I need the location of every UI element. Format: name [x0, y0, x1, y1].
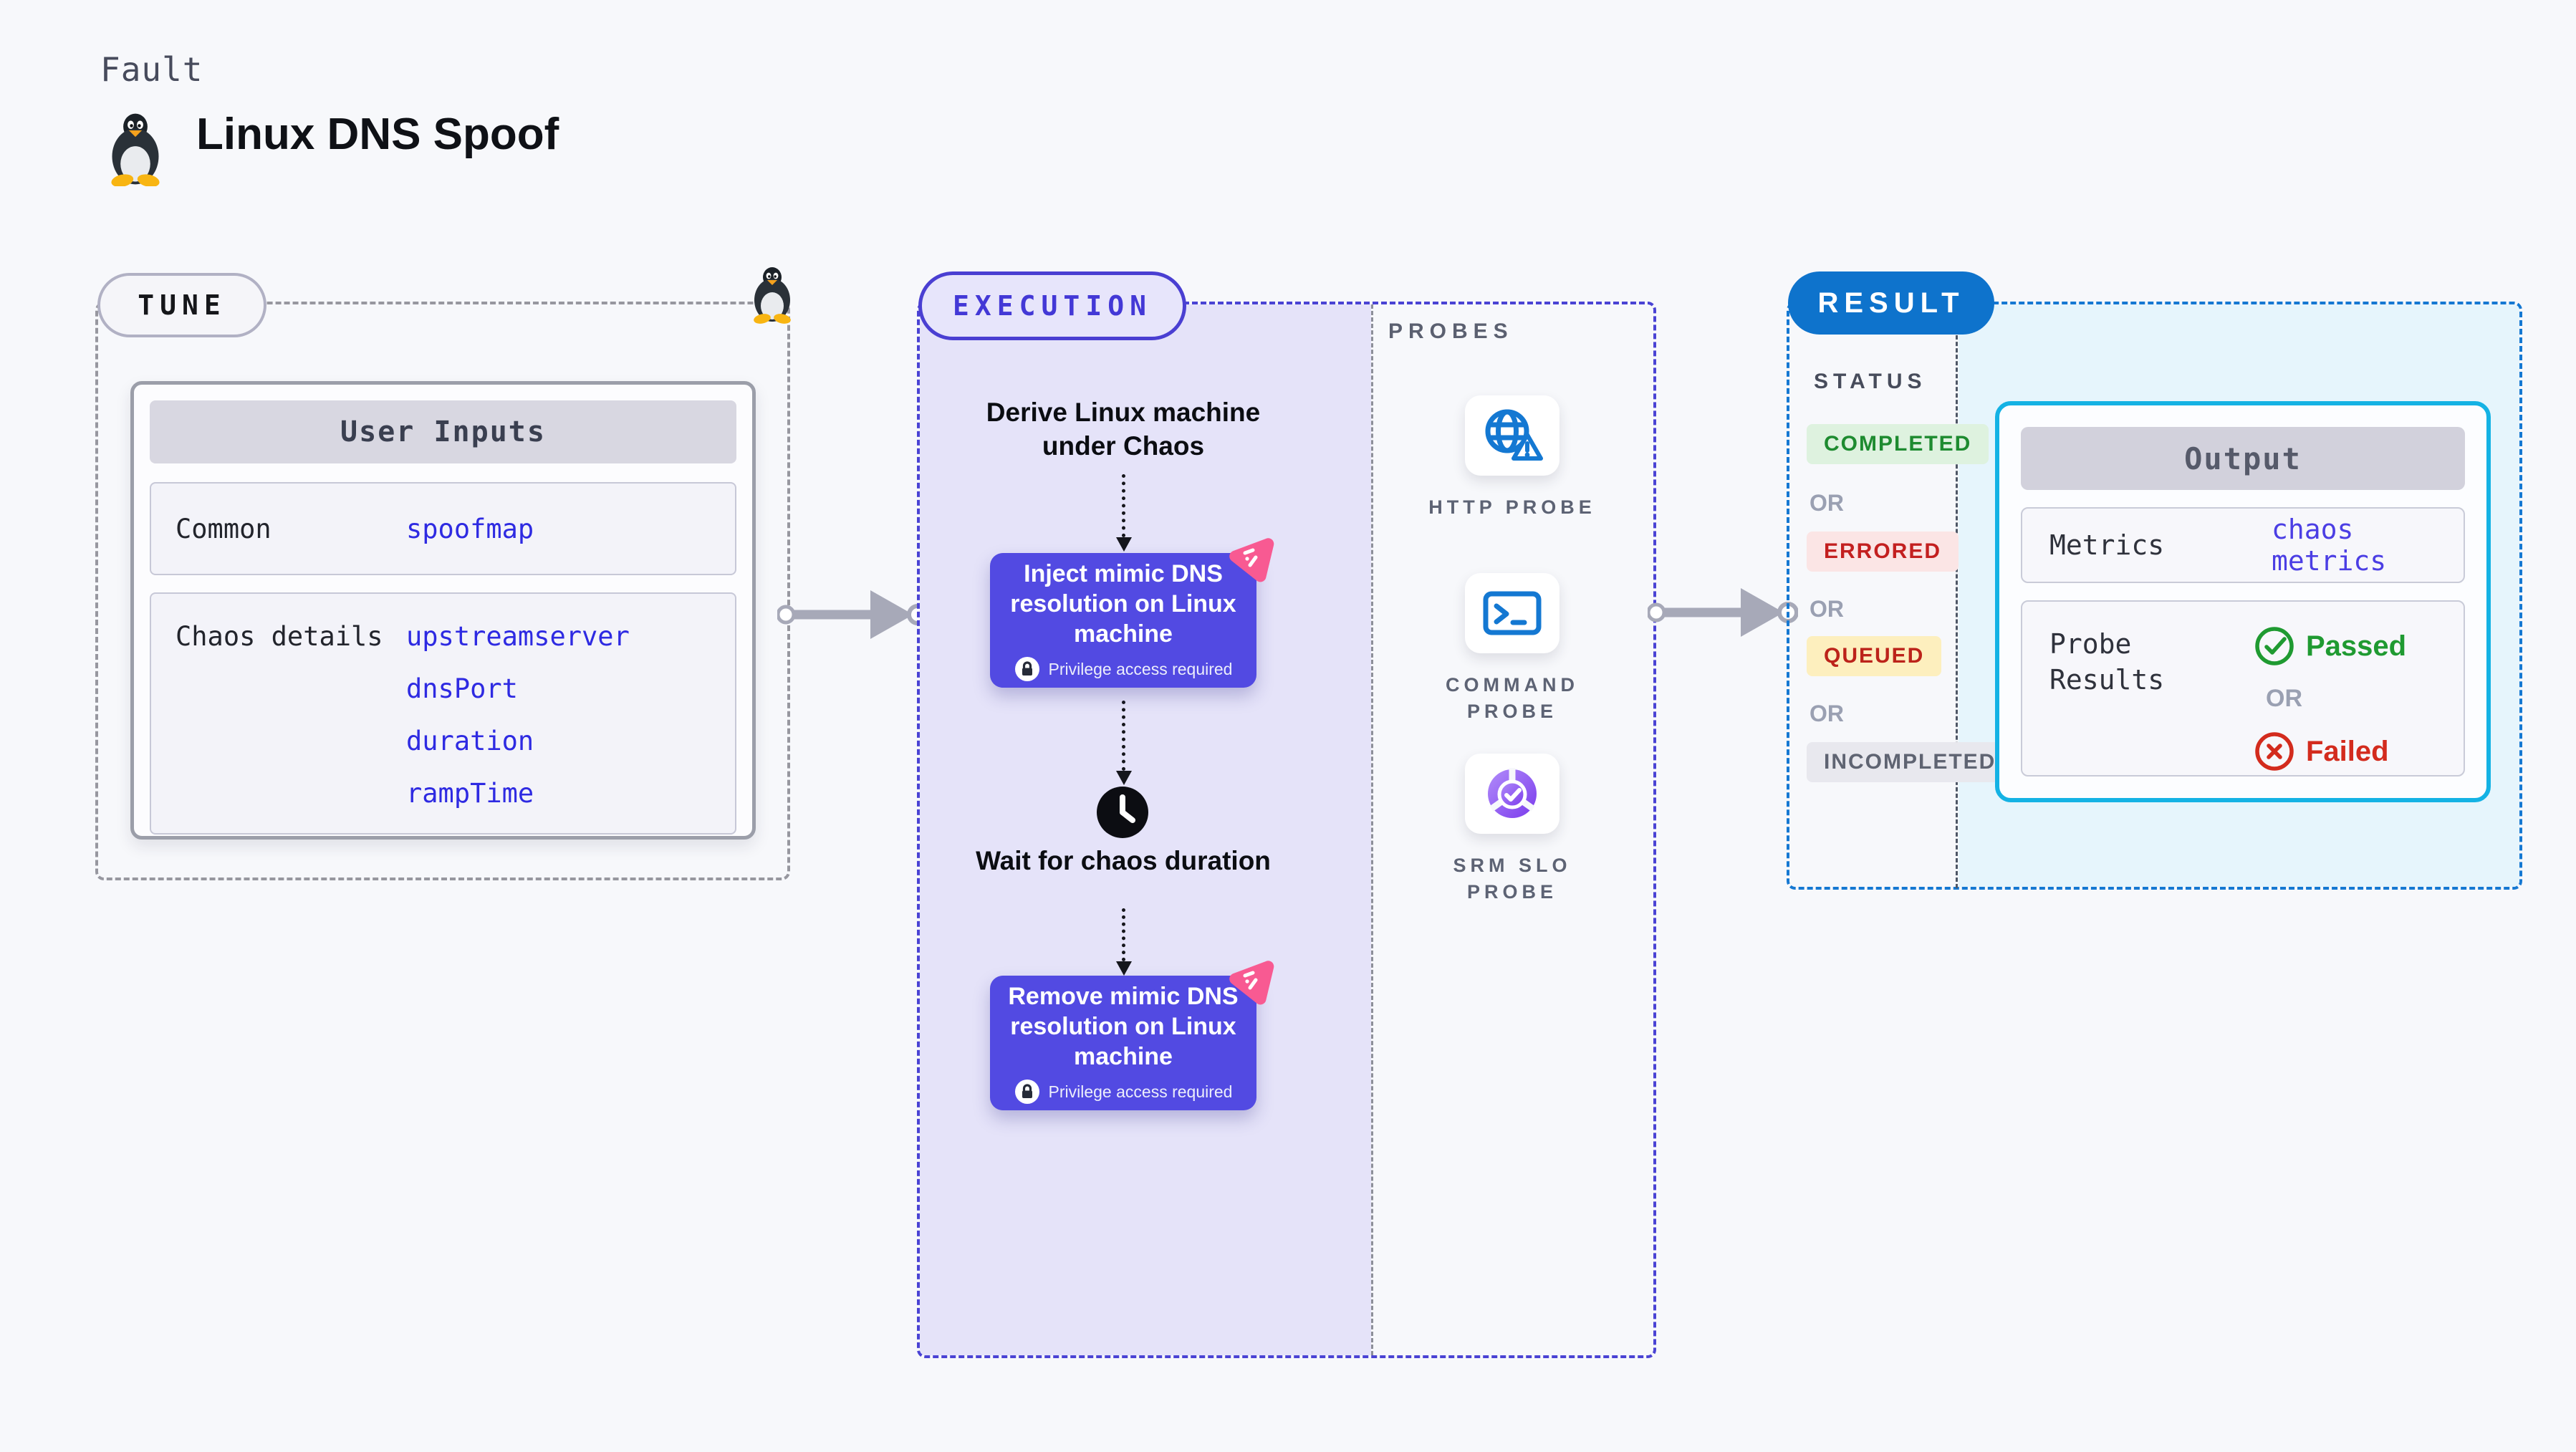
- tune-section: [95, 302, 790, 880]
- clock-icon: [1097, 787, 1148, 838]
- failed-label: Failed: [2306, 735, 2389, 767]
- execution-badge: EXECUTION: [918, 271, 1186, 340]
- result-badge: RESULT: [1788, 271, 1994, 335]
- lock-icon: [1014, 1080, 1039, 1104]
- derive-step-label: Derive Linux machine under Chaos: [986, 398, 1261, 461]
- row-value: spoofmap: [406, 513, 534, 544]
- tux-icon: [754, 267, 791, 324]
- row-value: duration: [406, 726, 534, 756]
- tux-icon: [111, 113, 160, 186]
- command-probe-card: [1465, 573, 1559, 653]
- flow-arrow: [1648, 588, 1798, 637]
- remove-chaos-step: Remove mimic DNS resolution on Linux mac…: [990, 976, 1256, 1110]
- table-row: Common spoofmap: [150, 482, 736, 575]
- or-separator: OR: [2266, 685, 2302, 712]
- passed-label: Passed: [2306, 630, 2407, 662]
- row-label: Common: [176, 513, 271, 544]
- metrics-value: chaos metrics: [2272, 514, 2387, 577]
- flow-connector: [1122, 701, 1125, 771]
- output-card: Output Metrics chaos metrics Probe Resul…: [1995, 401, 2491, 802]
- slo-donut-icon: [1488, 768, 1537, 818]
- table-row: Chaos details upstreamserver dnsPort dur…: [150, 592, 736, 835]
- terminal-icon: [1483, 591, 1542, 635]
- http-probe-card: [1465, 395, 1559, 476]
- step-title: Inject mimic DNS resolution on Linux mac…: [1010, 560, 1236, 648]
- probe-results-row: Probe Results Passed OR Faile: [2021, 600, 2465, 777]
- probes-label: PROBES: [1388, 319, 1514, 343]
- metrics-row: Metrics chaos metrics: [2021, 507, 2465, 583]
- x-circle-icon: [2255, 732, 2294, 771]
- user-inputs-header: User Inputs: [150, 400, 736, 463]
- status-output-divider: [1956, 303, 1958, 888]
- status-badge: INCOMPLETED: [1807, 742, 2014, 782]
- row-value: rampTime: [406, 778, 534, 809]
- output-header: Output: [2021, 427, 2465, 490]
- srm-slo-probe-card: [1465, 754, 1559, 834]
- execution-flow-area: [920, 304, 1371, 1355]
- or-separator: OR: [1810, 701, 1844, 726]
- probe-label: SRM SLO PROBE: [1453, 855, 1572, 903]
- probes-divider: [1371, 304, 1373, 1355]
- metrics-label: Metrics: [2049, 529, 2165, 561]
- flow-connector: [1122, 474, 1125, 537]
- row-label: Chaos details: [176, 621, 383, 652]
- status-badge: ERRORED: [1807, 532, 1959, 572]
- step-title: Remove mimic DNS resolution on Linux mac…: [1008, 983, 1239, 1070]
- execution-section: [917, 302, 1656, 1358]
- status-label: STATUS: [1814, 370, 1927, 393]
- probe-label: COMMAND PROBE: [1446, 674, 1579, 722]
- tune-badge: TUNE: [97, 273, 266, 337]
- privilege-note: Privilege access required: [1048, 1082, 1233, 1101]
- row-value: dnsPort: [406, 673, 518, 704]
- wait-step-label: Wait for chaos duration: [976, 846, 1271, 875]
- litmus-logo-icon: [1229, 961, 1274, 1005]
- check-circle-icon: [2255, 627, 2294, 665]
- probe-results-label: Probe Results: [2049, 628, 2165, 696]
- row-value: upstreamserver: [406, 621, 630, 652]
- fault-kicker: Fault: [100, 50, 203, 89]
- privilege-note: Privilege access required: [1048, 659, 1233, 678]
- arrow-head-icon: [1116, 771, 1132, 785]
- flow-arrow: [777, 590, 928, 639]
- inject-chaos-step: Inject mimic DNS resolution on Linux mac…: [990, 553, 1256, 688]
- or-separator: OR: [1810, 596, 1844, 622]
- arrow-head-icon: [1116, 537, 1132, 552]
- lock-icon: [1014, 657, 1039, 681]
- page-title: Linux DNS Spoof: [196, 110, 559, 159]
- globe-warning-icon: [1485, 409, 1543, 461]
- flow-connector: [1122, 908, 1125, 961]
- probe-label: HTTP PROBE: [1428, 496, 1596, 518]
- or-separator: OR: [1810, 490, 1844, 516]
- litmus-logo-icon: [1229, 538, 1274, 582]
- arrow-head-icon: [1116, 961, 1132, 976]
- user-inputs-card: User Inputs Common spoofmap Chaos detail…: [130, 381, 756, 840]
- status-badge: QUEUED: [1807, 636, 1942, 676]
- status-badge: COMPLETED: [1807, 424, 1989, 464]
